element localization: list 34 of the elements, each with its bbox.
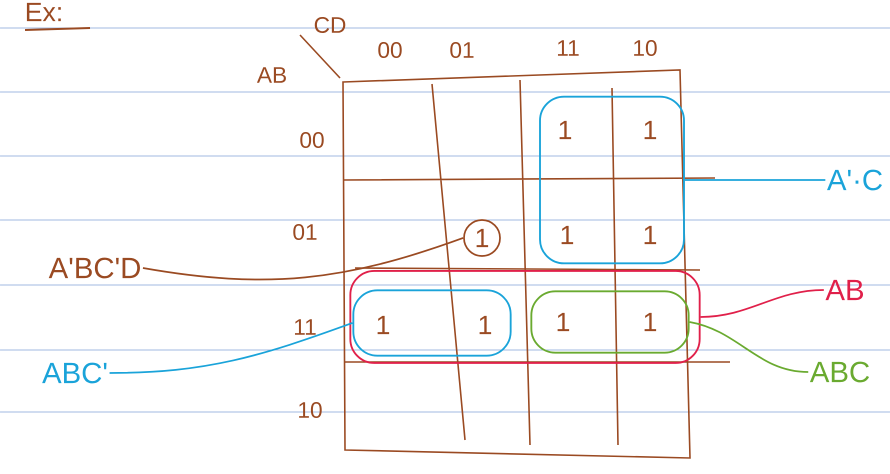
axis-label: AB <box>256 67 286 83</box>
leader-line <box>700 289 824 318</box>
column-label: 01 <box>450 42 474 58</box>
row-label: 10 <box>299 402 322 418</box>
group-loop <box>539 96 685 264</box>
group-loop <box>352 289 512 357</box>
column-label: 10 <box>634 40 657 56</box>
group-loop <box>530 290 690 354</box>
cell-value: 1 <box>558 312 570 332</box>
leader-line <box>684 179 826 181</box>
row-label: 00 <box>300 132 324 148</box>
cell-value: 1 <box>480 316 492 334</box>
column-label: 00 <box>378 42 402 58</box>
row-label: 01 <box>293 224 316 240</box>
leader-line <box>110 322 353 374</box>
title: Ex: <box>26 2 61 22</box>
leader-line <box>689 321 808 373</box>
cell-value: 1 <box>562 226 574 244</box>
term-label: ABC' <box>42 362 106 384</box>
cell-value: 1 <box>378 316 390 334</box>
group-loop <box>349 270 701 364</box>
axis-label: CD <box>314 16 346 34</box>
column-label: 11 <box>558 40 579 56</box>
term-label: ABC <box>810 362 870 382</box>
term-label: A'·C <box>827 170 882 190</box>
leader-line <box>142 237 464 280</box>
cell-value: 1 <box>644 120 656 140</box>
term-label: A'BC'D <box>48 258 140 278</box>
cell-value: 1 <box>644 312 656 332</box>
term-label: AB <box>826 280 864 300</box>
circled-one: 1 <box>463 219 501 257</box>
row-label: 11 <box>294 319 316 335</box>
cell-value: 1 <box>560 120 572 140</box>
cell-value: 1 <box>644 226 656 244</box>
